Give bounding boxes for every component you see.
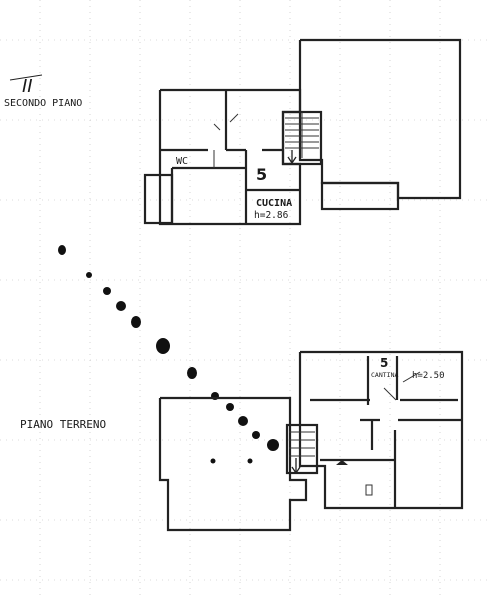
upper-floor-title: SECONDO PIANO bbox=[4, 98, 82, 109]
ground-stair-treads bbox=[289, 431, 315, 457]
kitchen-label: CUCINA bbox=[256, 198, 292, 209]
wc-label: WC bbox=[176, 156, 188, 167]
ink-smudges bbox=[58, 245, 279, 464]
floor-roman-numeral: II bbox=[22, 76, 33, 97]
ground-floor-plan: 5 CANTINA h=2.50 bbox=[158, 350, 464, 532]
cellar-label: CANTINA bbox=[371, 371, 398, 379]
upper-apartment-outline bbox=[158, 88, 302, 226]
ground-left-room-outline bbox=[158, 396, 308, 532]
upper-floor-plan: WC 5 CUCINA h=2.86 bbox=[143, 38, 462, 226]
ground-right-block-outline bbox=[298, 350, 464, 510]
roman-numeral-bar bbox=[9, 74, 43, 81]
ground-room-number: 5 bbox=[380, 356, 388, 370]
ground-triangle-mark bbox=[336, 460, 348, 465]
upper-stair-arrow bbox=[287, 150, 297, 165]
upper-annex bbox=[143, 173, 174, 225]
upper-height-label: h=2.86 bbox=[254, 210, 289, 221]
ground-stair-block bbox=[285, 423, 319, 475]
ground-small-fixture bbox=[365, 484, 373, 496]
ground-stair-arrow bbox=[291, 458, 301, 475]
upper-terrace-outline bbox=[298, 38, 462, 200]
ground-floor-title: PIANO TERRENO bbox=[20, 418, 106, 431]
upper-room-number: 5 bbox=[256, 165, 267, 184]
ground-height-label: h=2.50 bbox=[412, 371, 445, 381]
upper-stair-treads bbox=[285, 112, 319, 158]
upper-balcony bbox=[320, 181, 400, 211]
